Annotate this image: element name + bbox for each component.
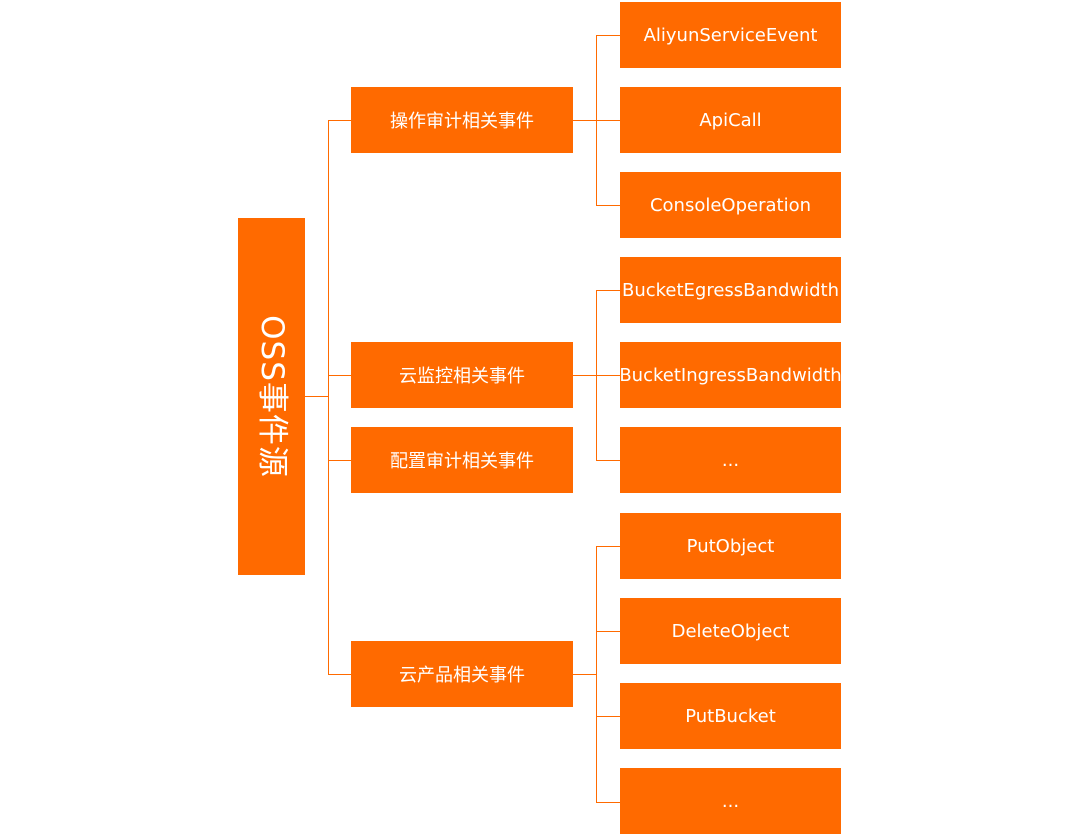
category-label: 操作审计相关事件	[390, 111, 534, 132]
category-label: 配置审计相关事件	[390, 451, 534, 472]
connector-to-category-3	[328, 460, 351, 461]
connector-root-stub	[305, 396, 329, 397]
connector-to-event-4-2	[596, 631, 620, 632]
connector-to-event-4-4	[596, 802, 620, 803]
connector-to-event-1-3	[596, 205, 620, 206]
root-node-oss-event-source: OSS事件源	[238, 218, 305, 575]
category-node-operation-audit: 操作审计相关事件	[351, 87, 573, 153]
connector-category-1-stub	[573, 120, 597, 121]
event-label: ConsoleOperation	[649, 194, 812, 216]
event-node-bucket-ingress-bandwidth: BucketIngressBandwidth	[620, 342, 841, 408]
event-node-put-object: PutObject	[620, 513, 841, 579]
connector-to-category-1	[328, 120, 351, 121]
category-node-cloud-monitor: 云监控相关事件	[351, 342, 573, 408]
event-label: BucketEgressBandwidth	[621, 279, 840, 301]
connector-to-event-4-3	[596, 716, 620, 717]
root-node-label: OSS事件源	[254, 315, 291, 478]
event-node-more-product-events: ...	[620, 768, 841, 834]
category-label: 云监控相关事件	[399, 366, 525, 387]
category-label: 云产品相关事件	[399, 665, 525, 686]
event-node-delete-object: DeleteObject	[620, 598, 841, 664]
connector-to-event-1-2	[596, 120, 620, 121]
event-node-api-call: ApiCall	[620, 87, 841, 153]
connector-to-event-2-3	[596, 460, 620, 461]
event-node-aliyun-service-event: AliyunServiceEvent	[620, 2, 841, 68]
connector-category-trunk	[328, 120, 329, 674]
event-label: BucketIngressBandwidth	[620, 364, 841, 386]
event-node-bucket-egress-bandwidth: BucketEgressBandwidth	[620, 257, 841, 323]
event-label: DeleteObject	[671, 620, 790, 642]
event-label: AliyunServiceEvent	[643, 24, 818, 46]
connector-to-event-2-2	[596, 375, 620, 376]
connector-to-category-4	[328, 674, 351, 675]
event-label: PutObject	[686, 535, 775, 557]
event-label: ...	[721, 449, 740, 471]
event-label: PutBucket	[685, 705, 776, 727]
connector-category-4-stub	[573, 674, 597, 675]
connector-to-event-2-1	[596, 290, 620, 291]
connector-to-event-1-1	[596, 35, 620, 36]
connector-category-2-stub	[573, 375, 597, 376]
event-node-more-monitor-events: ...	[620, 427, 841, 493]
event-label: ...	[721, 790, 740, 812]
connector-event-trunk-4	[596, 546, 597, 802]
event-node-console-operation: ConsoleOperation	[620, 172, 841, 238]
connector-to-event-4-1	[596, 546, 620, 547]
event-node-put-bucket: PutBucket	[620, 683, 841, 749]
event-label: ApiCall	[699, 109, 762, 131]
connector-to-category-2	[328, 375, 351, 376]
category-node-config-audit: 配置审计相关事件	[351, 427, 573, 493]
category-node-cloud-product: 云产品相关事件	[351, 641, 573, 707]
